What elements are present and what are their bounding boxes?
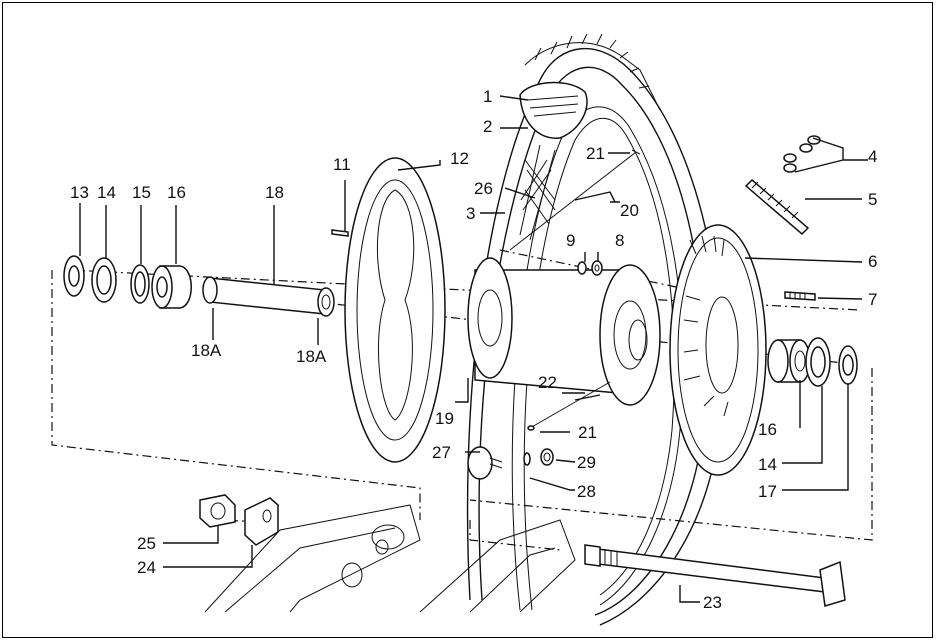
part-6-sprocket — [669, 224, 767, 476]
part-23-axle — [584, 544, 846, 607]
label-29: 29 — [577, 453, 596, 472]
label-18: 18 — [265, 183, 284, 202]
part-7-bolt — [784, 291, 816, 301]
part-13-seal — [63, 255, 85, 297]
part-19-hub — [467, 257, 661, 406]
label-28: 28 — [577, 482, 596, 501]
part-11-bolt — [331, 229, 349, 237]
label-24: 24 — [137, 558, 156, 577]
label-21-bottom: 21 — [578, 423, 597, 442]
label-11: 11 — [333, 155, 351, 174]
part-29-nut — [540, 448, 554, 466]
label-18a-right: 18A — [296, 347, 327, 366]
label-4: 4 — [868, 147, 877, 166]
part-18-spacer — [202, 276, 335, 317]
label-14-right: 14 — [758, 455, 777, 474]
label-27: 27 — [432, 443, 451, 462]
part-5-chain — [744, 178, 810, 236]
label-14: 14 — [97, 183, 116, 202]
part-27-cover — [467, 446, 503, 480]
part-15-circlip — [130, 264, 150, 304]
label-26: 26 — [474, 179, 493, 198]
part-16-bearing-right — [767, 339, 811, 383]
label-6: 6 — [868, 252, 877, 271]
label-1: 1 — [483, 87, 492, 106]
label-5: 5 — [868, 190, 877, 209]
label-16-right: 16 — [758, 420, 777, 439]
label-3: 3 — [466, 204, 475, 223]
label-7: 7 — [868, 290, 877, 309]
label-20: 20 — [620, 201, 639, 220]
part-labels: 1 2 3 4 5 6 7 8 9 11 12 13 14 15 16 18 1… — [70, 87, 877, 612]
part-12-brake-disc — [344, 157, 446, 463]
leader-lines — [79, 95, 868, 603]
label-23: 23 — [703, 593, 722, 612]
label-8: 8 — [615, 231, 624, 250]
label-18a-left: 18A — [191, 341, 222, 360]
part-28-washer — [523, 452, 531, 466]
label-15: 15 — [132, 183, 151, 202]
label-2: 2 — [483, 117, 492, 136]
label-16: 16 — [167, 183, 186, 202]
part-22-spoke — [527, 381, 611, 431]
part-8-nut — [591, 260, 603, 276]
label-13: 13 — [70, 183, 89, 202]
swingarm — [204, 504, 576, 613]
part-25-nut — [199, 494, 236, 528]
label-25: 25 — [137, 534, 156, 553]
part-17-seal — [838, 345, 858, 385]
label-17: 17 — [758, 482, 777, 501]
part-16-bearing — [151, 265, 192, 309]
label-21-top: 21 — [586, 144, 605, 163]
part-14-ring-right — [805, 337, 831, 387]
label-9: 9 — [566, 231, 575, 250]
label-19: 19 — [435, 409, 454, 428]
part-24-adjuster — [244, 497, 279, 546]
part-9-washer — [577, 261, 587, 275]
label-12: 12 — [450, 149, 469, 168]
inner-tube — [519, 81, 588, 139]
part-20-spoke — [509, 149, 641, 251]
part-4-chain-link — [783, 135, 821, 173]
part-14-ring — [91, 257, 117, 303]
rim-strip — [519, 144, 556, 241]
label-22: 22 — [538, 373, 557, 392]
